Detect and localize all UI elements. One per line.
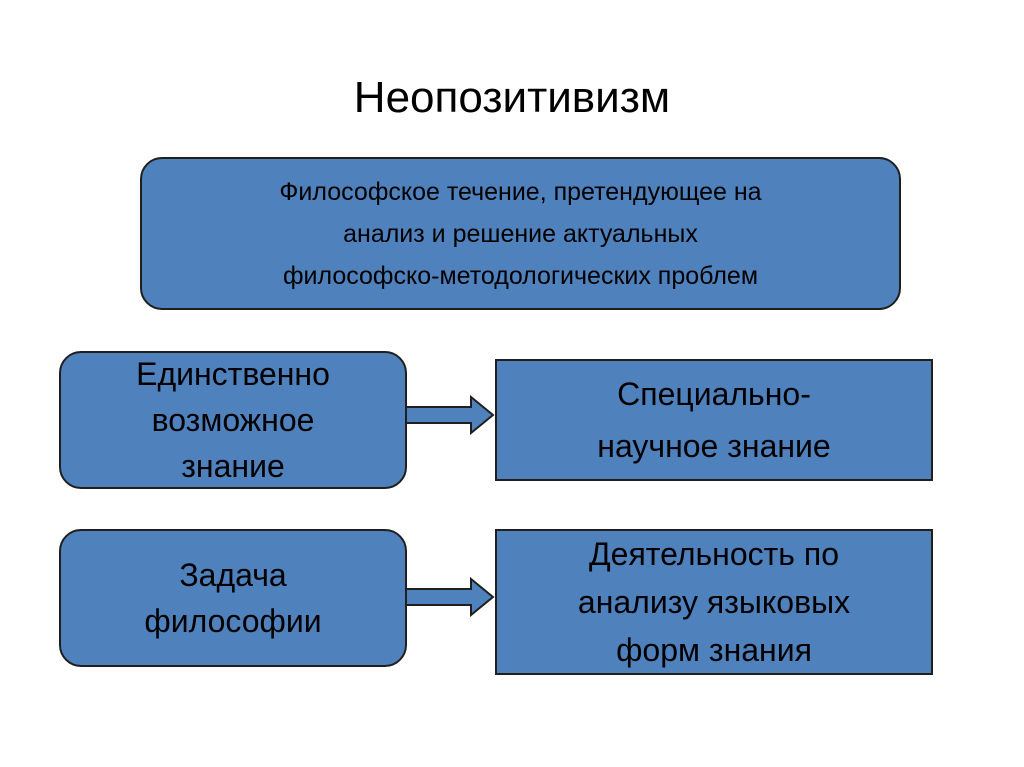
philosophy-task-text: Задача философии xyxy=(144,557,322,639)
only-possible-knowledge-text: Единственно возможное знание xyxy=(136,356,330,484)
special-scientific-knowledge-box: Специально- научное знание xyxy=(495,359,933,481)
definition-box: Философское течение, претендующее на ана… xyxy=(140,157,901,310)
only-possible-knowledge-box: Единственно возможное знание xyxy=(59,351,407,489)
arrow-right-icon xyxy=(405,395,495,435)
slide-title: Неопозитивизм xyxy=(353,73,671,122)
arrow-right-icon xyxy=(405,577,495,617)
special-scientific-knowledge-text: Специально- научное знание xyxy=(597,376,831,464)
philosophy-task-box: Задача философии xyxy=(59,529,407,667)
definition-text: Философское течение, претендующее на ана… xyxy=(279,177,762,290)
language-analysis-activity-text: Деятельность по анализу языковых форм зн… xyxy=(577,536,851,668)
language-analysis-activity-box: Деятельность по анализу языковых форм зн… xyxy=(495,529,933,675)
